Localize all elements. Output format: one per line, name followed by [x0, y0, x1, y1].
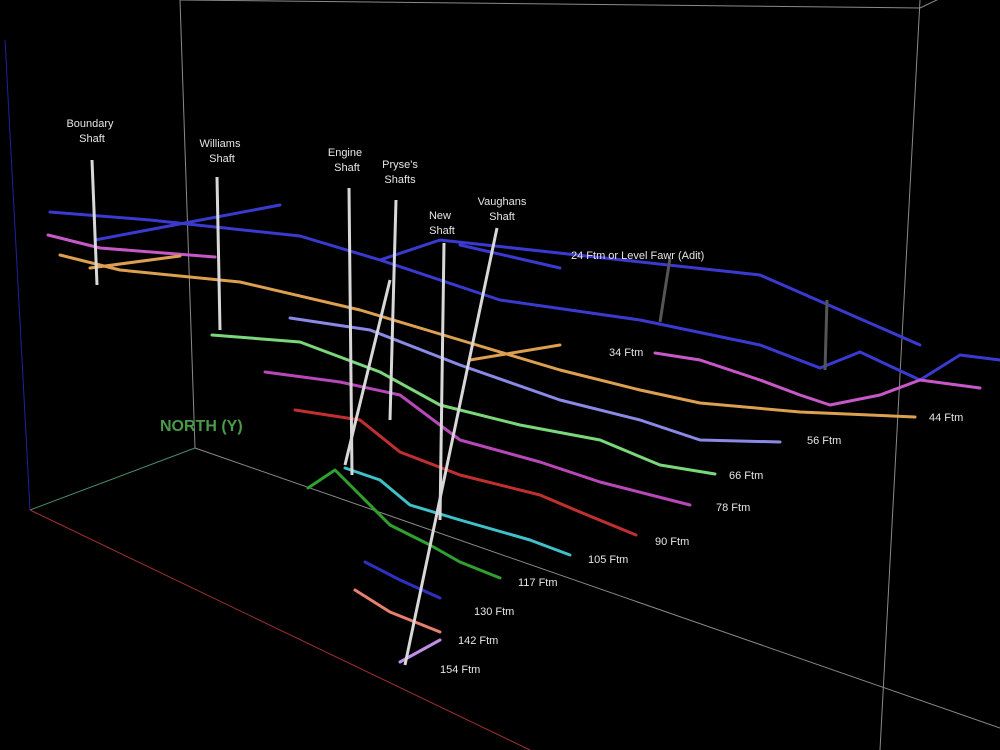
- level-label: 90 Ftm: [655, 536, 689, 548]
- level-142: [353, 588, 442, 634]
- new-shaft: [438, 242, 446, 521]
- level-105: [343, 466, 572, 557]
- level-44: [58, 253, 917, 419]
- boundary-shaft: [90, 159, 99, 286]
- level-label: 105 Ftm: [588, 554, 628, 566]
- shaft-label: Shaft: [489, 211, 515, 223]
- shaft-label: Boundary: [66, 118, 114, 130]
- shaft-label: Shafts: [384, 174, 416, 186]
- shaft-label: Williams: [200, 138, 241, 150]
- level-labels: 24 Ftm or Level Fawr (Adit) 34 Ftm 44 Ft…: [440, 250, 963, 676]
- level-label: 44 Ftm: [929, 412, 963, 424]
- shaft-label: New: [429, 210, 451, 222]
- shaft-label: Engine: [328, 147, 362, 159]
- level-117: [306, 468, 502, 580]
- shaft-label: Shaft: [209, 153, 235, 165]
- level-24: [48, 203, 1000, 382]
- shaft-label: Vaughans: [478, 196, 527, 208]
- level-90: [293, 408, 638, 537]
- pryses-shaft-2: [343, 279, 392, 466]
- level-label: 78 Ftm: [716, 502, 750, 514]
- williams-shaft: [215, 176, 222, 331]
- engine-shaft: [347, 187, 354, 476]
- level-66: [210, 333, 717, 476]
- vaughans-shaft: [403, 227, 499, 666]
- shaft-label: Shaft: [79, 133, 105, 145]
- level-78: [263, 370, 692, 507]
- adit-shaft: [658, 257, 672, 323]
- mine-levels: [46, 203, 1000, 664]
- shafts: [90, 159, 829, 666]
- level-label: 24 Ftm or Level Fawr (Adit): [571, 250, 704, 262]
- level-label: 117 Ftm: [518, 577, 558, 589]
- bounding-box: [4, 0, 1000, 750]
- shaft-labels: Boundary Shaft Williams Shaft Engine Sha…: [66, 118, 526, 237]
- pryses-shaft: [388, 199, 398, 421]
- level-56: [288, 316, 782, 444]
- level-34: [46, 233, 982, 407]
- level-label: 154 Ftm: [440, 664, 480, 676]
- level-label: 66 Ftm: [729, 470, 763, 482]
- shaft-label: Pryse's: [382, 159, 418, 171]
- level-label: 130 Ftm: [474, 606, 514, 618]
- level-label: 142 Ftm: [458, 635, 498, 647]
- axis-label-north: NORTH (Y): [160, 418, 243, 435]
- level-label: 56 Ftm: [807, 435, 841, 447]
- shaft-label: Shaft: [334, 162, 360, 174]
- shaft-label: Shaft: [429, 225, 455, 237]
- level-label: 34 Ftm: [609, 347, 643, 359]
- level-130: [363, 560, 442, 600]
- shaft-east: [823, 299, 829, 371]
